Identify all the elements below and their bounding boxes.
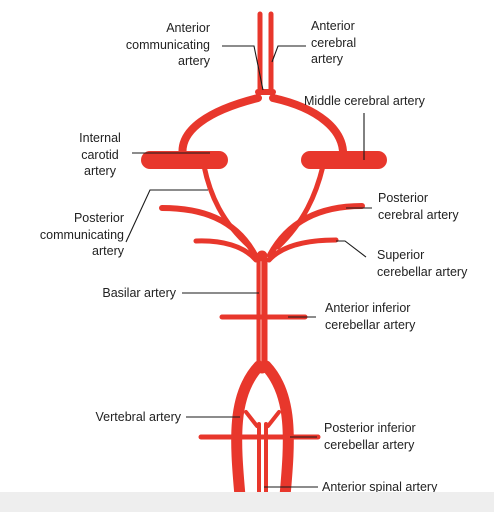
label-line: Internal: [60, 130, 140, 147]
label-line: Vertebral artery: [60, 409, 181, 426]
label-anterior-communicating-artery: Anterior communicating artery: [95, 20, 210, 70]
left-vertebral-artery: [237, 366, 259, 496]
anterior-spinal-branch-right: [268, 412, 279, 426]
label-line: Basilar artery: [60, 285, 176, 302]
label-line: cerebellar artery: [324, 437, 416, 454]
label-line: artery: [311, 51, 356, 68]
leader-posterior-communicating: [126, 190, 208, 242]
label-vertebral-artery: Vertebral artery: [60, 409, 181, 426]
label-line: artery: [95, 53, 210, 70]
leader-anterior-cerebral: [272, 46, 306, 62]
label-line: cerebral artery: [378, 207, 459, 224]
label-posterior-inferior-cerebellar-artery: Posterior inferior cerebellar artery: [324, 420, 416, 453]
label-line: Anterior inferior: [325, 300, 415, 317]
label-line: Posterior inferior: [324, 420, 416, 437]
left-carotid-arch: [182, 98, 258, 157]
label-line: Superior: [377, 247, 467, 264]
leader-anterior-communicating: [222, 46, 263, 90]
label-internal-carotid-artery: Internal carotid artery: [60, 130, 140, 180]
label-line: Middle cerebral artery: [304, 93, 425, 110]
label-line: Anterior: [95, 20, 210, 37]
label-line: artery: [2, 243, 124, 260]
label-line: cerebellar artery: [377, 264, 467, 281]
label-middle-cerebral-artery: Middle cerebral artery: [304, 93, 425, 110]
anterior-spinal-branch-left: [246, 412, 257, 426]
label-posterior-communicating-artery: Posterior communicating artery: [2, 210, 124, 260]
label-line: cerebellar artery: [325, 317, 415, 334]
leader-superior-cerebellar: [336, 241, 366, 257]
label-basilar-artery: Basilar artery: [60, 285, 176, 302]
label-anterior-cerebral-artery: Anterior cerebral artery: [311, 18, 356, 68]
right-vertebral-artery: [266, 366, 288, 496]
label-anterior-inferior-cerebellar-artery: Anterior inferior cerebellar artery: [325, 300, 415, 333]
label-line: communicating: [2, 227, 124, 244]
label-line: Posterior: [378, 190, 459, 207]
label-line: communicating: [95, 37, 210, 54]
label-posterior-cerebral-artery: Posterior cerebral artery: [378, 190, 459, 223]
label-line: cerebral: [311, 35, 356, 52]
left-internal-carotid-artery: [141, 151, 228, 169]
label-line: Anterior: [311, 18, 356, 35]
label-superior-cerebellar-artery: Superior cerebellar artery: [377, 247, 467, 280]
right-internal-carotid-artery: [301, 151, 387, 169]
label-line: artery: [60, 163, 140, 180]
footer-bar: [0, 492, 494, 512]
label-line: Posterior: [2, 210, 124, 227]
label-line: carotid: [60, 147, 140, 164]
